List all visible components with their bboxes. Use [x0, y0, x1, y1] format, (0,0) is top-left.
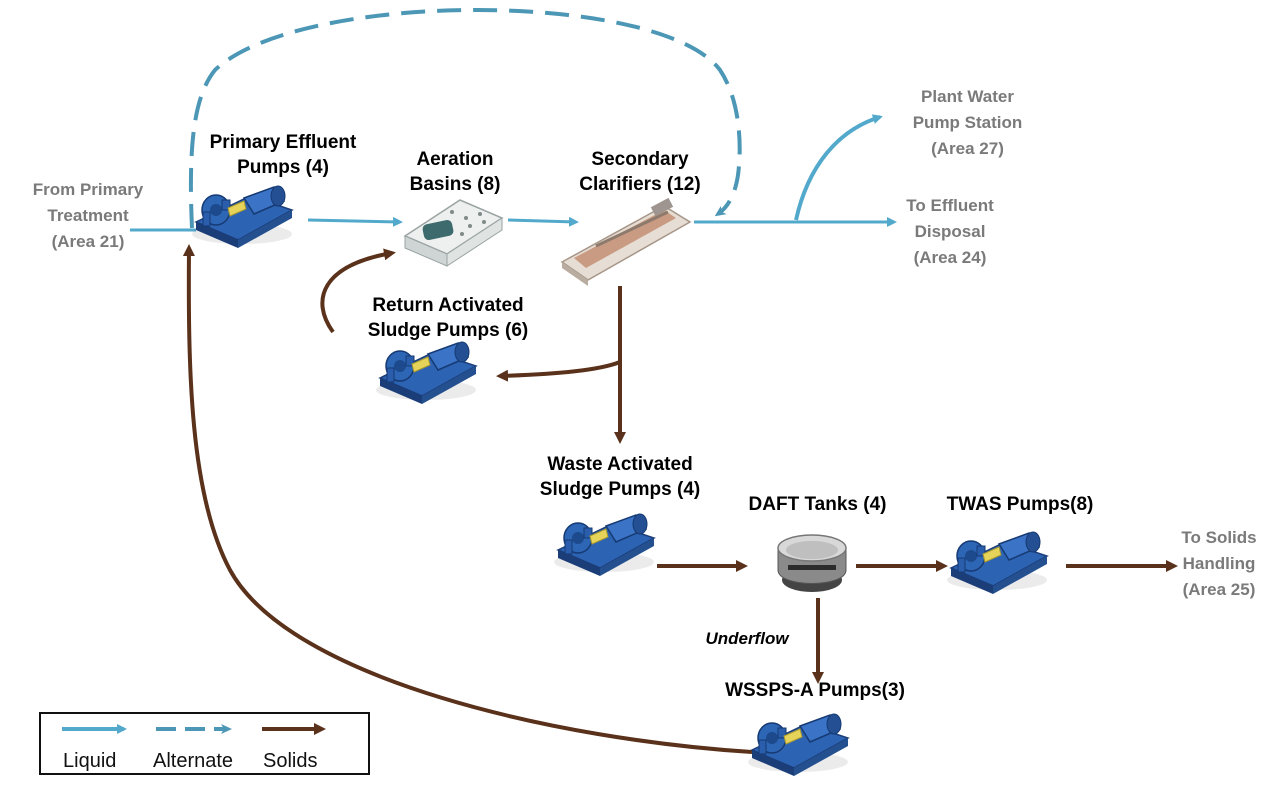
clarifier-icon: [560, 197, 692, 286]
pump-icon: [946, 531, 1048, 595]
pump-icon: [375, 341, 477, 405]
pump-icon: [191, 185, 293, 249]
wssps-pumps-label: WSSPS-A Pumps(3): [725, 680, 905, 701]
primary-effluent-pumps-label: Primary Effluent Pumps (4): [209, 132, 357, 178]
legend-alternate-label: Alternate: [153, 750, 234, 772]
daft-tanks-label: DAFT Tanks (4): [748, 494, 887, 515]
underflow-label: Underflow: [705, 629, 789, 648]
legend-solids-label: Solids: [263, 750, 318, 772]
from-primary-label: From Primary Treatment (Area 21): [32, 180, 144, 251]
daft-tank-icon: [777, 534, 847, 592]
plant-water-label: Plant Water Pump Station (Area 27): [912, 87, 1023, 158]
alternate-bypass-line: [188, 8, 742, 229]
pump-icon: [553, 513, 655, 577]
aeration-basins-label: Aeration Basins (8): [409, 149, 501, 195]
ras-pumps-label: Return Activated Sludge Pumps (6): [367, 295, 529, 341]
effluent-disposal-label: To Effluent Disposal (Area 24): [906, 196, 994, 267]
solids-handling-label: To Solids Handling (Area 25): [1181, 528, 1257, 599]
legend: Liquid Alternate Solids: [39, 712, 370, 775]
solids-flows: [182, 244, 1178, 754]
legend-liquid-label: Liquid: [63, 750, 117, 772]
liquid-flows: [130, 114, 897, 232]
aeration-basin-icon: [403, 199, 504, 267]
was-pumps-label: Waste Activated Sludge Pumps (4): [539, 454, 701, 500]
pump-icon: [747, 713, 849, 777]
twas-pumps-label: TWAS Pumps(8): [946, 494, 1094, 515]
secondary-clarifiers-label: Secondary Clarifiers (12): [579, 149, 701, 195]
